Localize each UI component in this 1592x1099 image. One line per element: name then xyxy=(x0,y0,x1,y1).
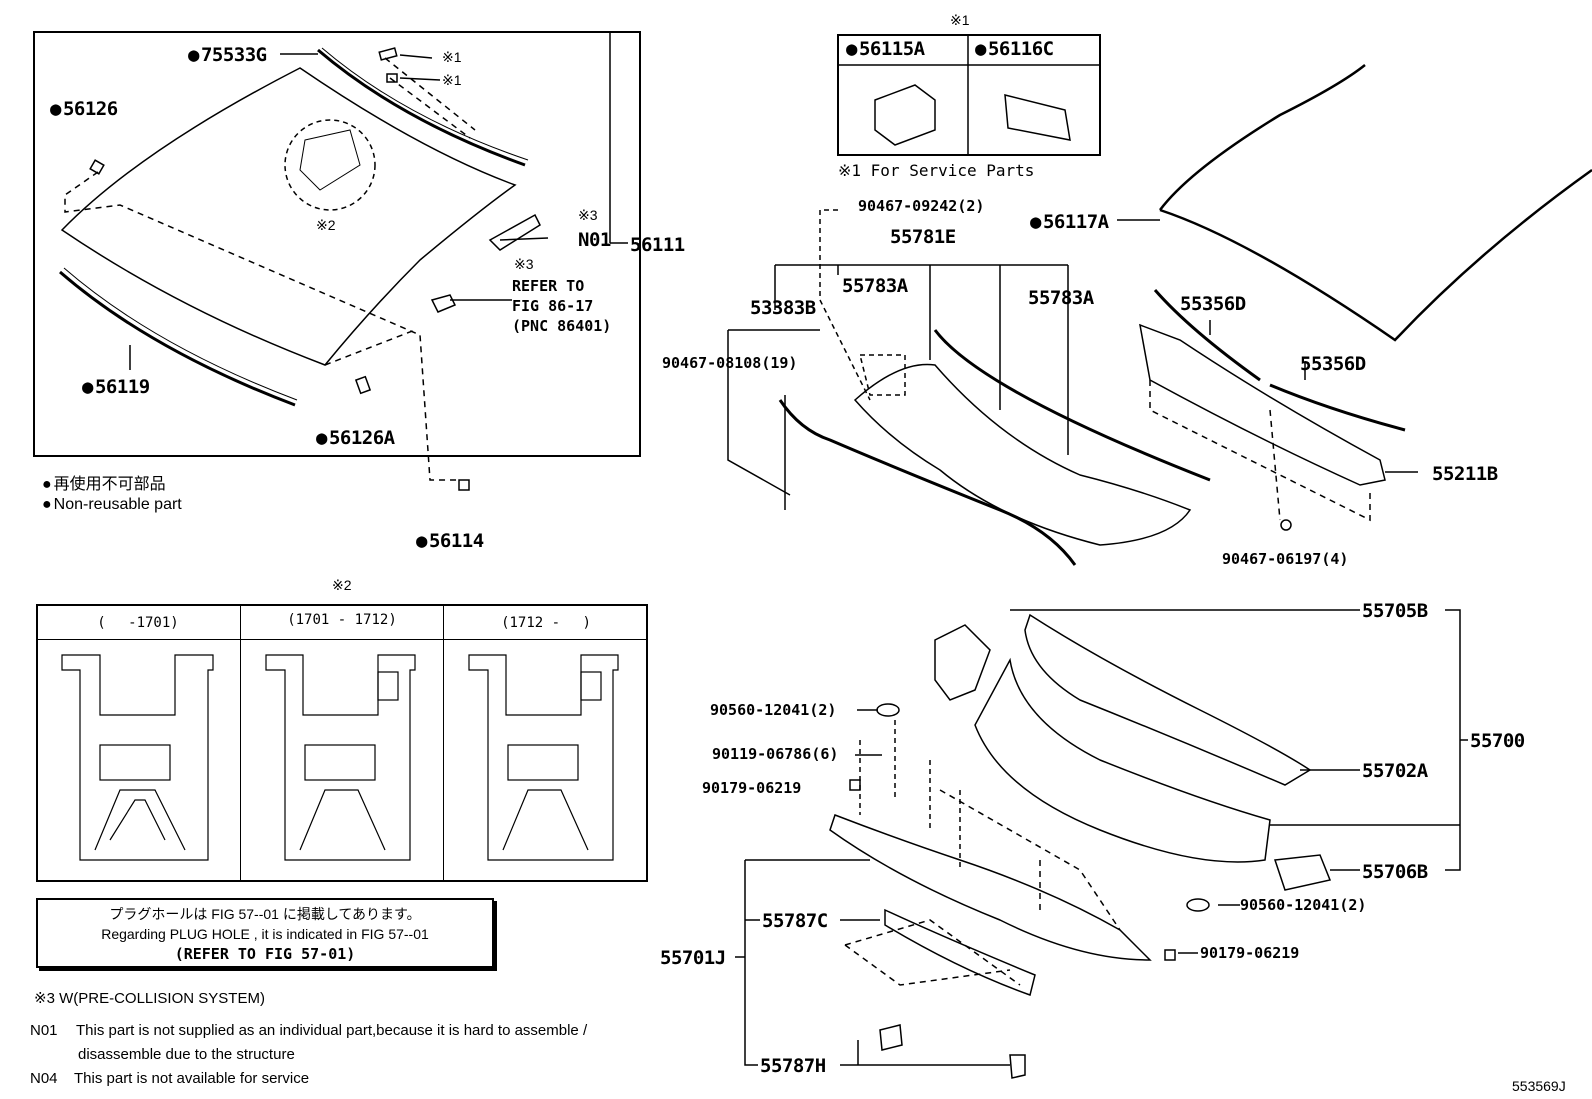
part-label-55211B[interactable]: 55211B xyxy=(1432,463,1498,485)
part-label-90179-06219-a[interactable]: 90179-06219 xyxy=(702,779,802,797)
legend-en: Non-reusable part xyxy=(42,496,182,514)
footnote-pcs: ※3 W(PRE-COLLISION SYSTEM) xyxy=(34,990,265,1007)
table-mark-2: ※2 xyxy=(332,577,352,593)
footnote-n01-line1: This part is not supplied as an individu… xyxy=(76,1022,588,1039)
plug-hole-table-dividers xyxy=(240,604,444,882)
cowl-lower-panel xyxy=(829,814,1152,961)
footnote-n04-code: N04 xyxy=(30,1070,58,1087)
part-label-55781E[interactable]: 55781E xyxy=(890,226,956,248)
sensor-detail-circle xyxy=(284,119,376,211)
service-parts-box xyxy=(837,34,1101,156)
windshield-glass xyxy=(60,67,517,366)
part-label-56117A[interactable]: 56117A xyxy=(1030,211,1109,233)
table-col-1: ( -1701) xyxy=(97,615,179,631)
plug-note-ref[interactable]: (REFER TO FIG 57-01) xyxy=(174,945,356,963)
molding-bottom xyxy=(59,270,296,407)
plug-hole-note: プラグホールは FIG 57--01 に掲載してあります。 Regarding … xyxy=(36,898,494,968)
part-label-55701J[interactable]: 55701J xyxy=(660,947,726,969)
refer-line-3: (PNC 86401) xyxy=(512,317,612,335)
detail-mark-2: ※2 xyxy=(316,217,336,233)
part-label-56111[interactable]: 56111 xyxy=(630,234,685,256)
part-label-55787C[interactable]: 55787C xyxy=(762,910,828,932)
part-label-90467-06197[interactable]: 90467-06197(4) xyxy=(1222,550,1349,568)
legend-jp: 再使用不可部品 xyxy=(42,470,166,494)
service-box-mark: ※1 xyxy=(950,12,970,28)
part-label-55783A-1[interactable]: 55783A xyxy=(842,275,908,297)
part-label-56126A[interactable]: 56126A xyxy=(316,427,395,449)
part-label-90467-08108[interactable]: 90467-08108(19) xyxy=(662,354,798,372)
part-label-55706B[interactable]: 55706B xyxy=(1362,861,1428,883)
pcs-mark-3b: ※3 xyxy=(514,256,534,272)
part-label-55356D-1[interactable]: 55356D xyxy=(1180,293,1246,315)
cowl-inner-panel xyxy=(974,657,1271,863)
part-label-N01[interactable]: N01 xyxy=(578,229,611,251)
part-label-56116C[interactable]: 56116C xyxy=(975,38,1054,60)
part-label-56119[interactable]: 56119 xyxy=(82,376,150,398)
part-label-55700[interactable]: 55700 xyxy=(1470,730,1525,752)
footnote-n01-code: N01 xyxy=(30,1022,58,1039)
part-label-75533G[interactable]: 75533G xyxy=(188,44,267,66)
part-label-55702A[interactable]: 55702A xyxy=(1362,760,1428,782)
part-label-55783A-2[interactable]: 55783A xyxy=(1028,287,1094,309)
plug-note-jp: プラグホールは FIG 57--01 に掲載してあります。 xyxy=(109,906,421,922)
part-label-90560-12041-a[interactable]: 90560-12041(2) xyxy=(710,701,837,719)
rear-glass-outline xyxy=(1159,64,1592,342)
service-parts-note: ※1 For Service Parts xyxy=(838,161,1035,180)
part-label-55356D-2[interactable]: 55356D xyxy=(1300,353,1366,375)
part-label-56126[interactable]: 56126 xyxy=(50,98,118,120)
part-label-56114[interactable]: 56114 xyxy=(416,530,484,552)
molding-top xyxy=(317,48,526,167)
sketch-col-3 xyxy=(468,654,619,861)
part-label-90467-09242[interactable]: 90467-09242(2) xyxy=(858,197,985,215)
part-label-55705B[interactable]: 55705B xyxy=(1362,600,1428,622)
table-col-2: (1701 - 1712) xyxy=(287,612,397,628)
part-label-53383B[interactable]: 53383B xyxy=(750,297,816,319)
part-label-90179-06219-b[interactable]: 90179-06219 xyxy=(1200,944,1300,962)
service-mark-1a: ※1 xyxy=(442,49,462,65)
table-col-3: (1712 - ) xyxy=(501,615,591,631)
part-label-55787H[interactable]: 55787H xyxy=(760,1055,826,1077)
refer-line-1: REFER TO xyxy=(512,277,585,295)
cowl-bracket xyxy=(1139,323,1386,486)
sketch-col-2 xyxy=(265,654,416,861)
cowl-top-panel xyxy=(853,363,1192,546)
refer-fig-86-17[interactable]: REFER TO FIG 86-17 (PNC 86401) xyxy=(512,276,611,336)
footnote-n04-text: This part is not available for service xyxy=(74,1070,310,1087)
pcs-mark-3a: ※3 xyxy=(578,207,598,223)
service-mark-1b: ※1 xyxy=(442,72,462,88)
windshield-frame xyxy=(33,31,641,457)
drawing-id: 553569J xyxy=(1512,1078,1566,1094)
cowl-outer-panel xyxy=(1024,613,1312,786)
part-label-56115A[interactable]: 56115A xyxy=(846,38,925,60)
footnote-n01-line2: disassemble due to the structure xyxy=(78,1046,295,1063)
plug-note-en: Regarding PLUG HOLE , it is indicated in… xyxy=(101,926,429,942)
refer-line-2: FIG 86-17 xyxy=(512,297,594,315)
part-label-90119-06786[interactable]: 90119-06786(6) xyxy=(712,745,839,763)
part-label-90560-12041-b[interactable]: 90560-12041(2) xyxy=(1240,896,1367,914)
sketch-col-1 xyxy=(61,654,214,861)
plug-hole-table-header xyxy=(36,604,648,640)
